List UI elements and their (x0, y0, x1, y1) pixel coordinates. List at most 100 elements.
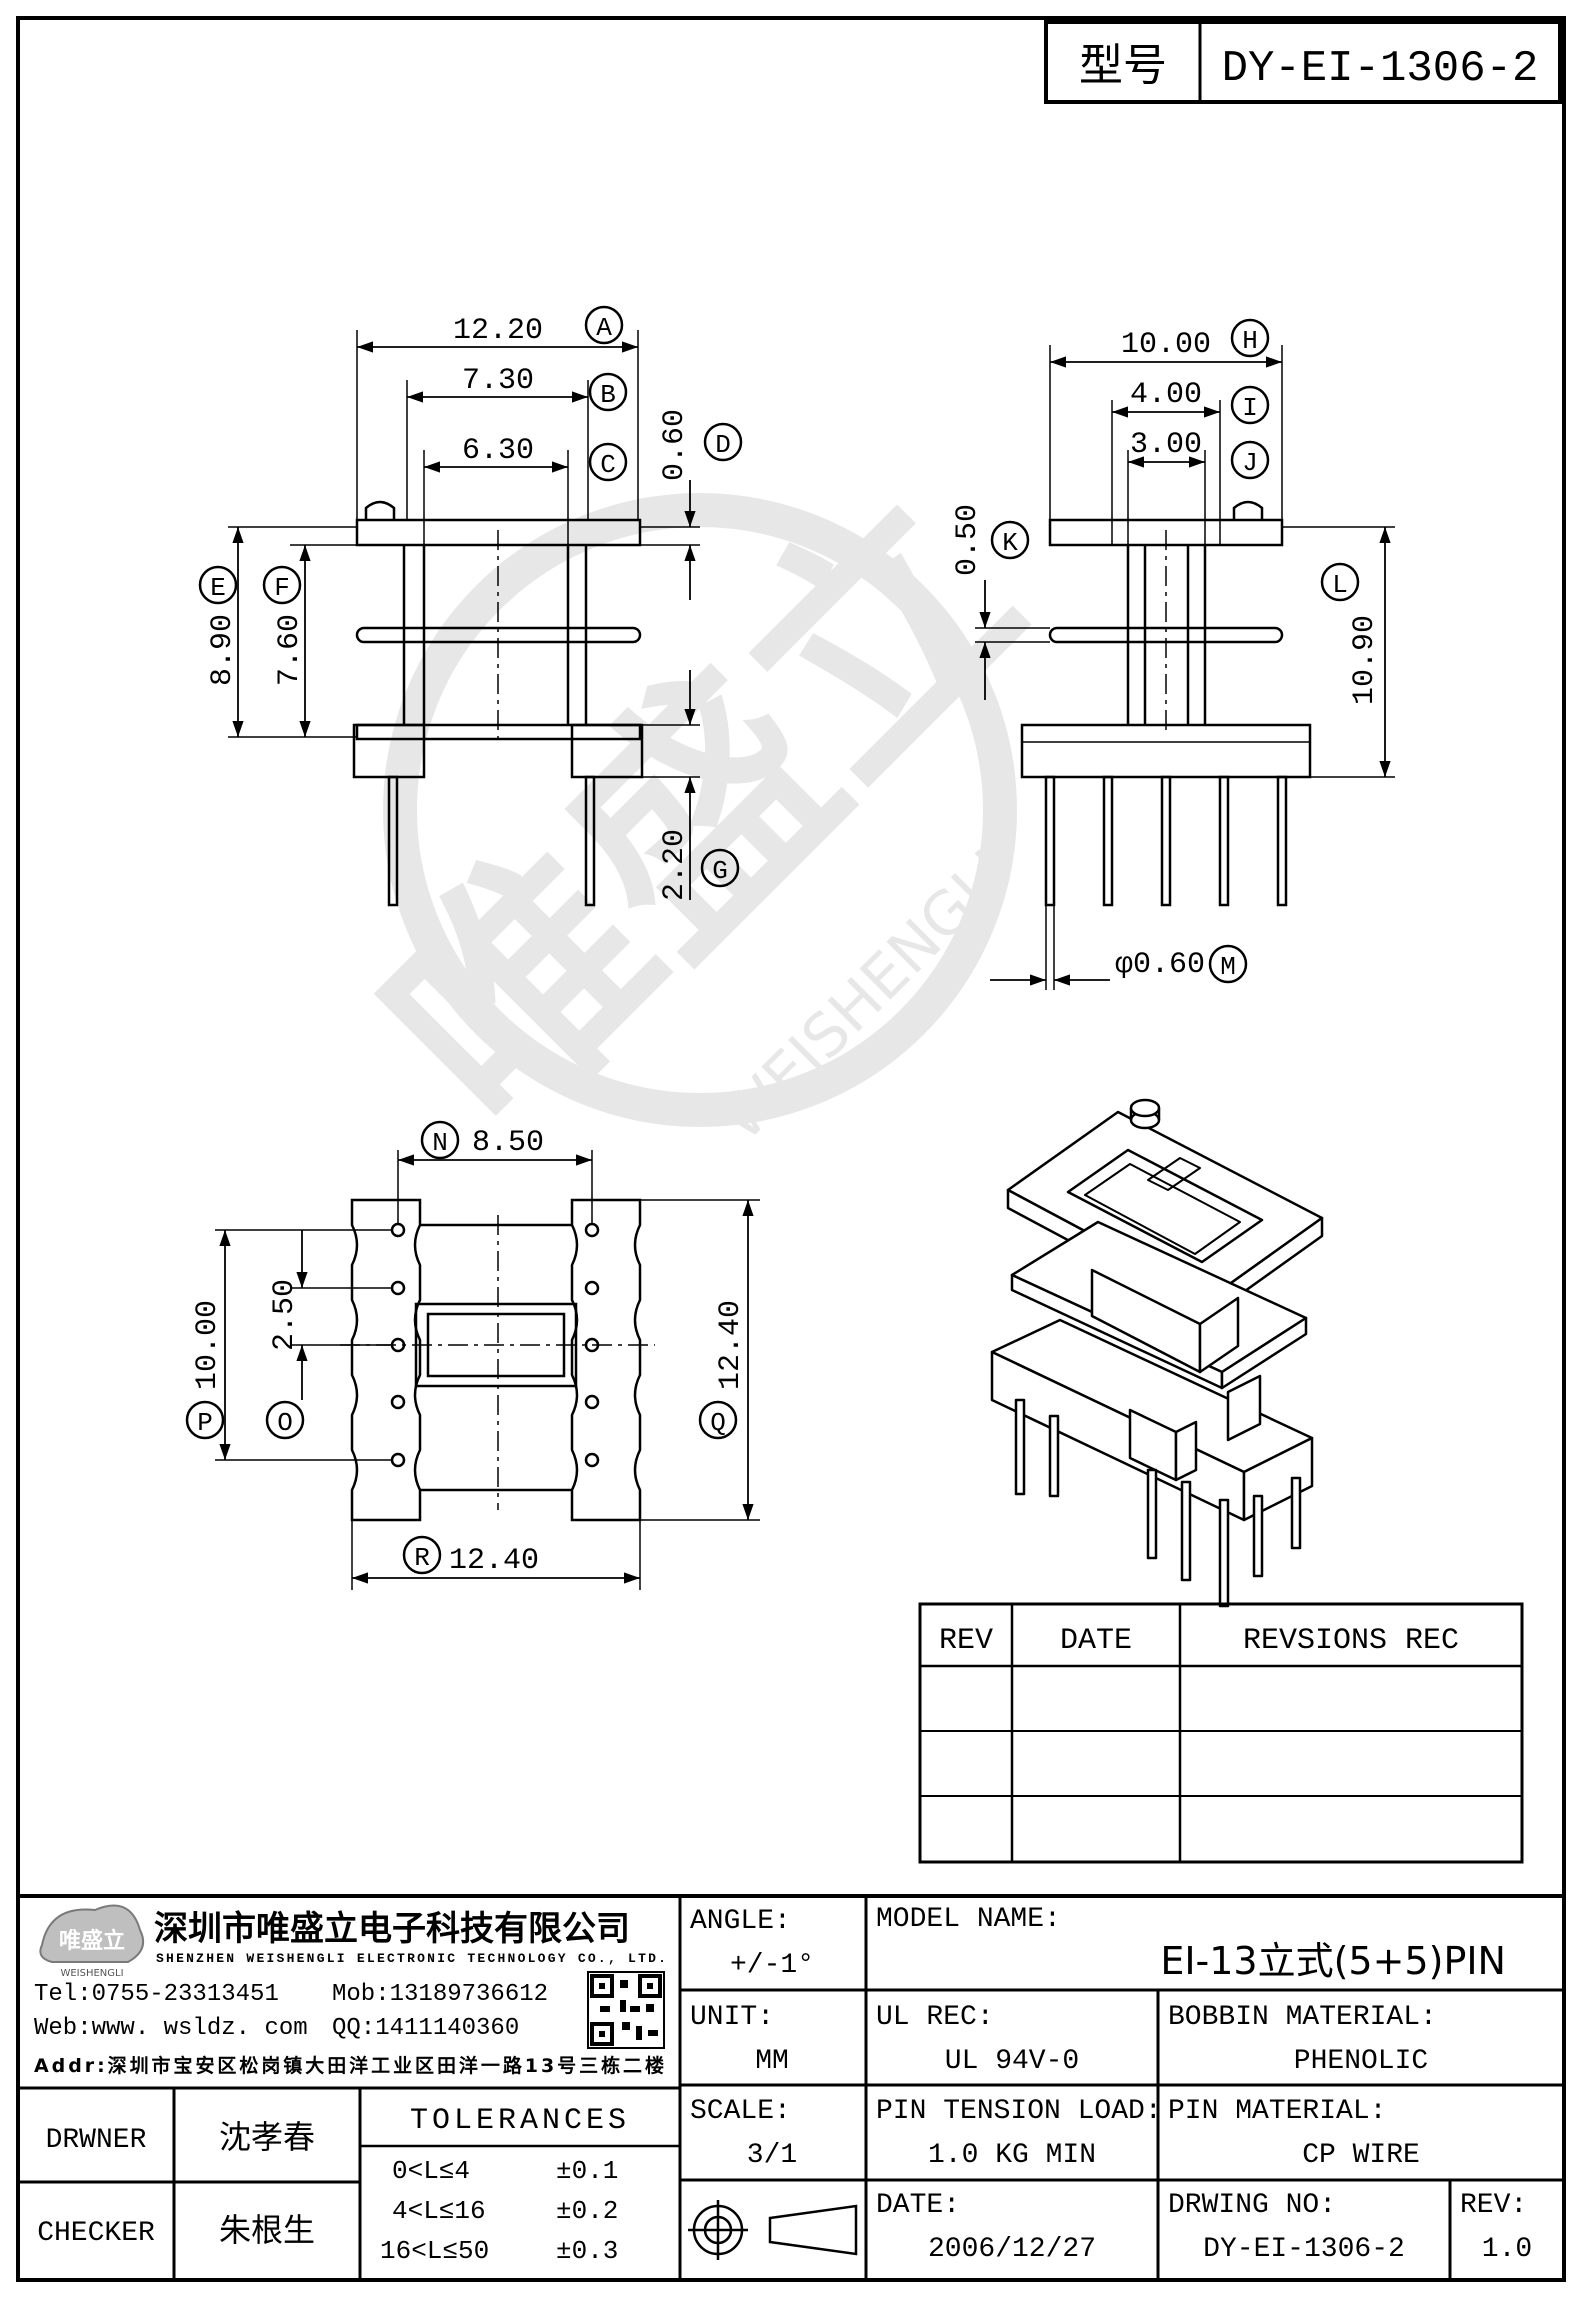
dim-value-J: 3.00 (1130, 428, 1202, 462)
bobbin-material-value: PHENOLIC (1294, 2046, 1428, 2077)
company-mob: Mob:13189736612 (332, 1981, 548, 2008)
tag-Q: Q (698, 1400, 738, 1440)
company-name-cn: 深圳市唯盛立电子科技有限公司 (154, 1909, 630, 1949)
svg-text:N: N (432, 1128, 448, 1158)
tol-value-3: ±0.3 (556, 2236, 618, 2266)
company-addr: Addr:深圳市宝安区松岗镇大田洋工业区田洋一路13号三栋二楼 (34, 2054, 664, 2077)
approval-block: DRWNER 沈孝春 CHECKER 朱根生 TOLERANCES 0<L≤4 … (37, 2104, 630, 2266)
tol-value-1: ±0.1 (556, 2156, 618, 2186)
svg-text:Q: Q (710, 1408, 726, 1438)
pin-hole-l2 (390, 1280, 406, 1296)
date-label: DATE: (876, 2190, 960, 2221)
qr-code-icon (587, 1971, 665, 2049)
company-tel: Tel:0755-23313451 (34, 1981, 279, 2008)
dim-value-M: φ0.60 (1115, 948, 1205, 982)
header-type-label: 型号 (1079, 40, 1167, 91)
tag-P: P (185, 1400, 225, 1440)
svg-text:B: B (600, 380, 616, 410)
svg-text:K: K (1002, 528, 1018, 558)
tolerances-label: TOLERANCES (410, 2104, 630, 2138)
dim-value-E: 8.90 (206, 614, 240, 686)
watermark-ring-icon (383, 493, 1017, 1127)
tag-L: L (1320, 562, 1360, 602)
rev-col-rev: REV (939, 1624, 993, 1658)
svg-text:M: M (1220, 952, 1236, 982)
bottom-view-dimensions (219, 1154, 754, 1584)
side-pin-5 (1276, 775, 1288, 907)
tag-A: A (584, 305, 624, 345)
front-view-labels: 12.20 A 7.30 B 6.30 C 0.60 D 8.90 E 7.60… (198, 305, 743, 901)
unit-value: MM (755, 2046, 789, 2077)
iso-pin-1 (1014, 1398, 1026, 1496)
company-qq: QQ:1411140360 (332, 2015, 519, 2042)
drawing-no-value: DY-EI-1306-2 (1203, 2234, 1405, 2265)
spec-column-left: ANGLE: +/-1° UNIT: MM SCALE: 3/1 (688, 1906, 858, 2260)
tag-I: I (1230, 385, 1270, 425)
model-name-value: EI-13立式(5+5)PIN (1160, 1939, 1506, 1983)
tag-E: E (198, 565, 238, 605)
dim-value-P: 10.00 (191, 1300, 225, 1390)
tag-K: K (990, 520, 1030, 560)
company-logo-text: 唯盛立 (59, 1928, 125, 1954)
svg-text:I: I (1242, 393, 1258, 423)
bobbin-material-label: BOBBIN MATERIAL: (1168, 2002, 1437, 2033)
tag-N: N (420, 1120, 460, 1160)
pin-hole-r1 (584, 1222, 600, 1238)
unit-label: UNIT: (690, 2002, 774, 2033)
dim-value-O: 2.50 (268, 1279, 302, 1351)
dim-value-R: 12.40 (449, 1544, 539, 1578)
dim-value-Q: 12.40 (714, 1300, 748, 1390)
pin-hole-r3 (584, 1337, 600, 1353)
dim-value-B: 7.30 (462, 364, 534, 398)
bottom-view-labels: 8.50 N 2.50 O 10.00 P 12.40 Q 12.40 R (185, 1120, 748, 1578)
tag-F: F (262, 565, 302, 605)
scale-label: SCALE: (690, 2096, 791, 2127)
side-pin-1 (1044, 775, 1056, 907)
side-view (975, 345, 1395, 990)
dim-value-H: 10.00 (1121, 328, 1211, 362)
tag-C: C (588, 442, 628, 482)
svg-text:H: H (1242, 326, 1258, 356)
front-right-foot (570, 723, 644, 779)
angle-label: ANGLE: (690, 1906, 791, 1937)
dim-value-L: 10.90 (1348, 615, 1382, 705)
company-logo-icon: 唯盛立 WEISHENGLI (39, 1904, 144, 1979)
iso-pin-7 (1290, 1476, 1302, 1550)
projection-symbol-icon (688, 2200, 858, 2260)
drawing-no-label: DRWING NO: (1168, 2190, 1336, 2221)
pin-tension-value: 1.0 KG MIN (928, 2140, 1096, 2171)
dim-value-A: 12.20 (453, 314, 543, 348)
svg-text:C: C (600, 450, 616, 480)
svg-text:R: R (414, 1543, 430, 1573)
tag-O: O (265, 1400, 305, 1440)
side-view-dimensions (979, 356, 1391, 986)
pin-material-value: CP WIRE (1302, 2140, 1420, 2171)
svg-text:P: P (197, 1408, 213, 1438)
iso-pin-4 (1180, 1480, 1192, 1582)
company-name-en: SHENZHEN WEISHENGLI ELECTRONIC TECHNOLOG… (156, 1951, 666, 1966)
pin-hole-l5 (390, 1452, 406, 1468)
pin-material-label: PIN MATERIAL: (1168, 2096, 1386, 2127)
pin-hole-r2 (584, 1280, 600, 1296)
iso-pin-3 (1146, 1468, 1158, 1560)
header-model-box: 型号 DY-EI-1306-2 (1044, 20, 1562, 104)
dim-value-K: 0.50 (951, 504, 985, 576)
company-block: 唯盛立 WEISHENGLI 深圳市唯盛立电子科技有限公司 SHENZHEN W… (34, 1904, 666, 2077)
revision-table: REV DATE REVSIONS REC (918, 1602, 1524, 1864)
side-base (1020, 723, 1312, 779)
tol-range-3: 16<L≤50 (380, 2236, 489, 2266)
drawer-value: 沈孝春 (219, 2118, 315, 2156)
bottom-view (215, 1150, 760, 1590)
scale-value: 3/1 (747, 2140, 797, 2171)
tag-J: J (1230, 440, 1270, 480)
tag-G: G (700, 848, 740, 888)
side-view-labels: 10.00 H 4.00 I 3.00 J 0.50 K 10.90 L φ0.… (951, 318, 1382, 984)
model-name-label: MODEL NAME: (876, 1904, 1061, 1935)
tag-D: D (703, 422, 743, 462)
pin-hole-l1 (390, 1222, 406, 1238)
header-model-code: DY-EI-1306-2 (1222, 44, 1539, 94)
company-web: Web:www. wsldz. com (34, 2015, 308, 2042)
bottom-right-comb (570, 1198, 642, 1522)
rev-col-rec: REVSIONS REC (1243, 1624, 1459, 1658)
front-pin-right (584, 775, 596, 907)
